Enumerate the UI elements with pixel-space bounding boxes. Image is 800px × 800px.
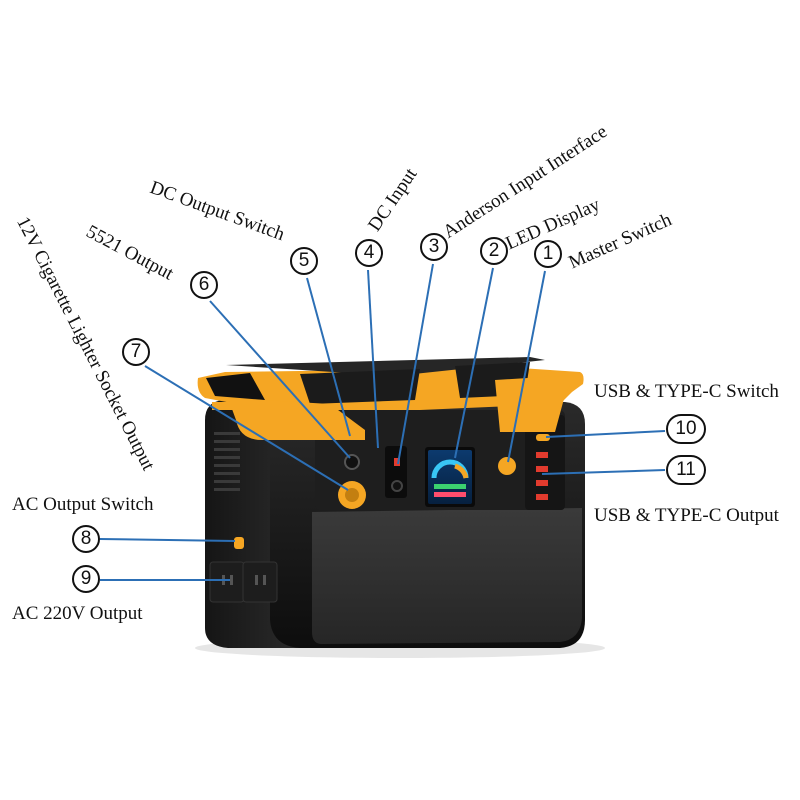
callout-number: 5 (298, 250, 310, 271)
callout-8: 8 (72, 525, 100, 553)
callout-number: 8 (80, 528, 92, 549)
callout-number: 3 (428, 236, 440, 257)
handle-top-surface (226, 357, 545, 376)
callout-4: 4 (355, 239, 383, 267)
lower-panel (312, 508, 582, 644)
ac-output-switch (234, 537, 244, 549)
ac-socket-1 (209, 561, 245, 603)
leader-2 (454, 267, 494, 459)
usb-switch (536, 434, 550, 441)
port-5521 (344, 454, 360, 470)
usb-port-1 (536, 452, 548, 458)
dc-output-switch (344, 432, 360, 440)
usb-port-4 (536, 494, 548, 500)
callout-1: 1 (534, 240, 562, 268)
vent-grill (214, 432, 240, 491)
callout-number: 1 (542, 243, 554, 264)
leader-1 (507, 270, 546, 463)
usb-port-2 (536, 466, 548, 472)
leader-5 (306, 277, 351, 437)
callout-7: 7 (122, 338, 150, 366)
leader-11 (541, 469, 666, 475)
callout-number: 10 (675, 418, 697, 439)
leader-10 (545, 430, 666, 438)
handle-center-recess (300, 369, 420, 404)
label-usb-typec-switch: USB & TYPE-C Switch (594, 381, 779, 402)
ac-side-strip (212, 402, 294, 410)
usb-port-3 (536, 480, 548, 486)
label-usb-typec-output: USB & TYPE-C Output (594, 505, 779, 526)
leader-4 (367, 269, 379, 449)
callout-9: 9 (72, 565, 100, 593)
leader-8 (99, 538, 236, 542)
callout-number: 9 (80, 568, 92, 589)
right-yellow-bracket (495, 375, 575, 432)
leader-6 (209, 300, 351, 459)
callout-2: 2 (480, 237, 508, 265)
callout-number: 7 (130, 341, 142, 362)
callout-number: 11 (676, 459, 696, 480)
handle-left-recess (206, 373, 265, 400)
callout-number: 2 (488, 240, 500, 261)
callout-10: 10 (666, 414, 706, 444)
callout-number: 4 (363, 242, 375, 263)
dc-input-indicator (394, 458, 400, 466)
master-switch (498, 457, 516, 475)
callout-number: 6 (198, 274, 210, 295)
ac-socket-2 (242, 561, 278, 603)
callout-3: 3 (420, 233, 448, 261)
callout-5: 5 (290, 247, 318, 275)
usb-panel (525, 415, 565, 510)
label-ac-220v-output: AC 220V Output (12, 603, 143, 624)
dc-input-port (391, 480, 403, 492)
leader-lines (99, 263, 666, 581)
label-ac-output-switch: AC Output Switch (12, 494, 154, 515)
callout-11: 11 (666, 455, 706, 485)
callout-6: 6 (190, 271, 218, 299)
leader-7 (144, 365, 349, 491)
leader-3 (397, 263, 434, 465)
